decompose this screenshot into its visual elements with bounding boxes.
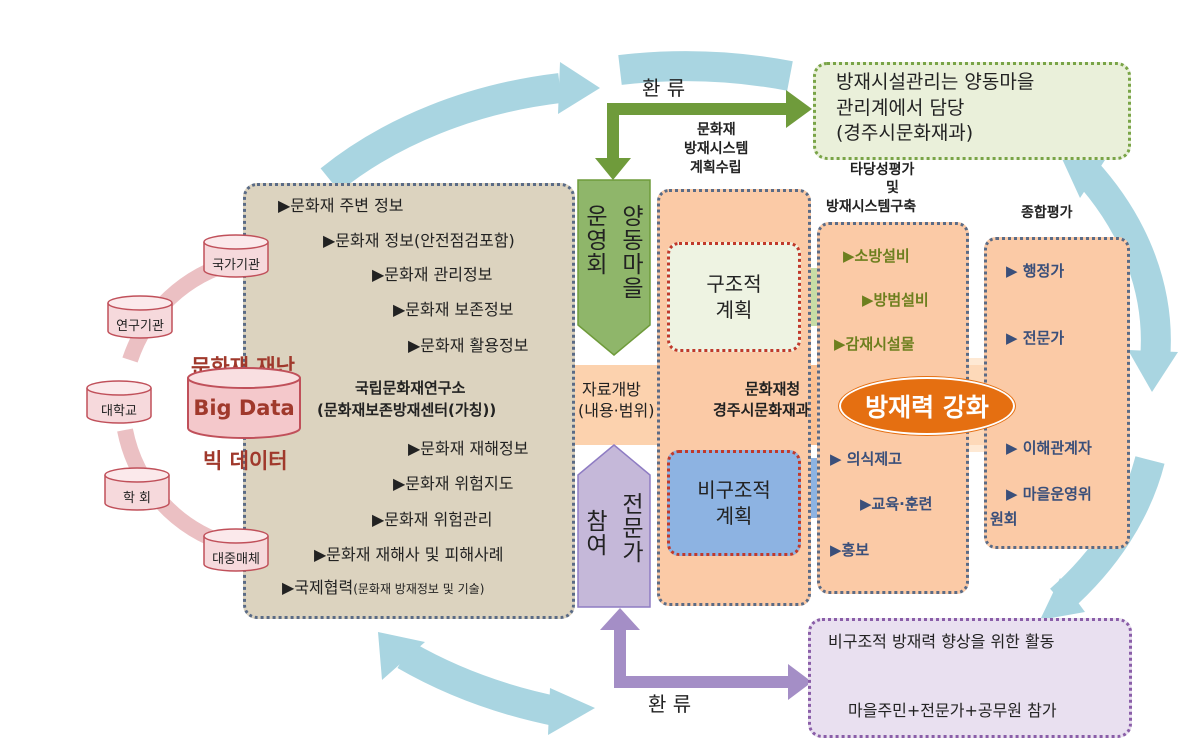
experts-shape <box>577 444 651 608</box>
open-line2: (내용·범위) <box>578 401 655 420</box>
info-item: ▶문화재 위험관리 <box>372 510 493 529</box>
non-structural-plan-label: 비구조적 계획 <box>697 478 771 528</box>
top-note-box <box>813 62 1131 160</box>
bigdata-cylinder: Big Data <box>186 366 302 440</box>
build-item: ▶ 의식제고 <box>830 450 902 468</box>
bigdata-subtitle: 빅 데이터 <box>203 449 288 473</box>
goal-label: 방재력 강화 <box>865 393 989 422</box>
open-line1: 자료개방 <box>582 380 641 399</box>
source-university-label: 대학교 <box>101 404 137 419</box>
info-item: ▶문화재 주변 정보 <box>278 196 404 215</box>
info-item: ▶문화재 재해정보 <box>408 439 529 458</box>
admin-line1: 문화재청 <box>745 380 801 398</box>
build-header-line2: 및 <box>886 180 899 196</box>
source-media: 대중매체 <box>203 528 269 572</box>
note-top-line1: 방재시설관리는 양동마을 <box>836 71 1035 93</box>
source-media-label: 대중매체 <box>212 552 260 567</box>
structural-plan-box: 구조적 계획 <box>667 242 801 352</box>
evaluation-item: ▶ 전문가 <box>1006 329 1065 347</box>
note-top-line3: (경주시문화재과) <box>836 122 974 144</box>
build-item: ▶방범설비 <box>862 291 929 309</box>
non-structural-plan-box: 비구조적 계획 <box>667 450 801 556</box>
source-university: 대학교 <box>86 380 152 424</box>
exchange-bottom-label: 환 류 <box>648 692 692 716</box>
evaluation-item: ▶ 마을운영위 <box>1006 485 1092 503</box>
bottom-note-box <box>808 618 1132 738</box>
source-society-label: 학 회 <box>122 491 152 506</box>
note-bottom-line2: 마을주민+전문가+공무원 참가 <box>848 701 1057 720</box>
admin-line2: 경주시문화재과 <box>713 401 810 419</box>
source-research: 연구기관 <box>107 295 173 339</box>
committee-label-b: 운영회 <box>586 204 608 279</box>
evaluation-item: 원회 <box>990 510 1018 528</box>
info-item: ▶문화재 위험지도 <box>393 474 514 493</box>
bigdata-label: Big Data <box>193 396 295 420</box>
evaluation-header: 종합평가 <box>1021 205 1073 221</box>
info-item: ▶문화재 활용정보 <box>408 336 529 355</box>
committee-label-a: 양동마을 <box>622 204 644 303</box>
info-item: ▶문화재 관리정보 <box>372 265 493 284</box>
info-panel <box>243 183 575 619</box>
structural-plan-label: 구조적 계획 <box>706 272 762 322</box>
info-item-last-detail: (문화재 방재정보 및 기술) <box>353 582 485 596</box>
info-item-last: ▶국제협력(문화재 방재정보 및 기술) <box>282 578 485 597</box>
source-national-label: 국가기관 <box>212 258 260 273</box>
build-item: ▶교육·훈련 <box>860 495 933 513</box>
build-item: ▶감재시설물 <box>834 335 915 353</box>
build-item: ▶홍보 <box>830 541 870 559</box>
experts-label-b: 참여 <box>586 509 608 560</box>
exchange-top-label: 환 류 <box>642 76 686 100</box>
build-header-line3: 방재시스템구축 <box>826 199 917 215</box>
green-feedback-arrow <box>595 90 812 180</box>
evaluation-item: ▶ 이해관계자 <box>1006 439 1092 457</box>
info-item: ▶문화재 정보(안전점검포함) <box>323 231 515 250</box>
build-item: ▶소방설비 <box>843 247 910 265</box>
committee-shape <box>577 179 651 356</box>
build-header-line1: 타당성평가 <box>850 162 915 178</box>
purple-feedback-arrow <box>600 608 812 700</box>
source-research-label: 연구기관 <box>116 319 164 334</box>
evaluation-column <box>984 237 1130 549</box>
experts-label-a: 전문가 <box>622 492 644 567</box>
plan-header-line1: 문화재 <box>697 122 736 138</box>
goal-oval: 방재력 강화 <box>839 377 1015 435</box>
plan-header-line2: 방재시스템 <box>684 141 749 157</box>
info-item: ▶문화재 보존정보 <box>393 300 514 319</box>
info-item: ▶문화재 재해사 및 피해사례 <box>314 545 504 564</box>
evaluation-item: ▶ 행정가 <box>1006 262 1065 280</box>
info-item-last-main: ▶국제협력 <box>282 578 354 597</box>
note-top-line2: 관리계에서 담당 <box>836 97 965 119</box>
institute-line1: 국립문화재연구소 <box>355 379 466 397</box>
institute-line2: (문화재보존방재센터(가칭)) <box>317 401 497 419</box>
note-bottom-line1: 비구조적 방재력 향상을 위한 활동 <box>828 632 1055 651</box>
feedback-arrowheads <box>378 62 1178 735</box>
source-society: 학 회 <box>104 467 170 511</box>
plan-header-line3: 계획수립 <box>690 160 742 176</box>
source-national: 국가기관 <box>203 234 269 278</box>
